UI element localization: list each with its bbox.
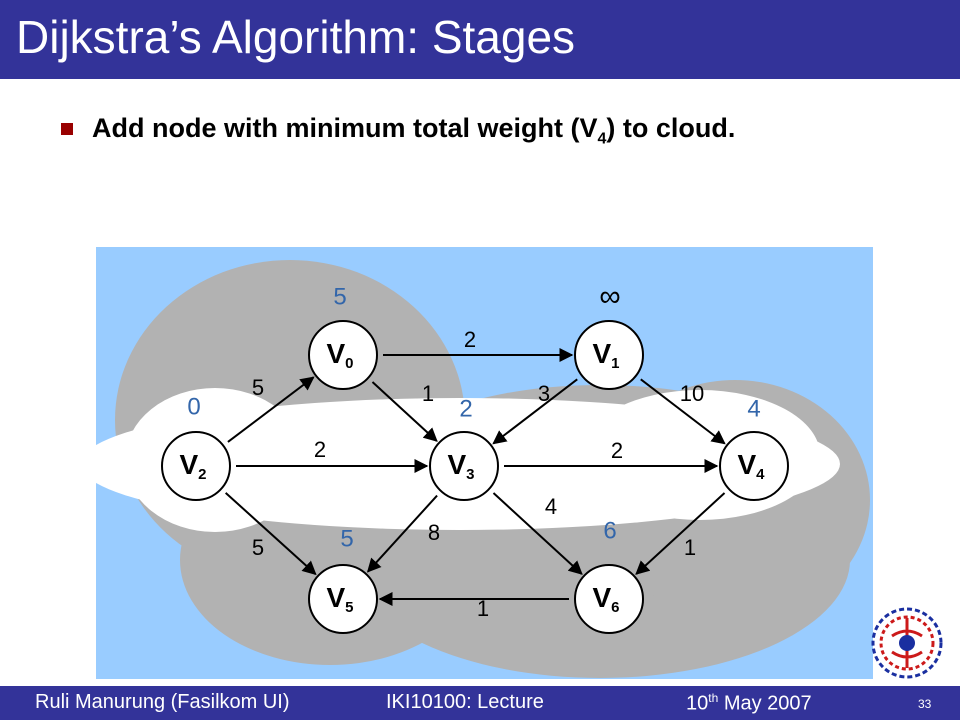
node-distance-label: 2 [459,395,472,422]
edge-weight-label: 1 [422,381,434,406]
node-label: V1 [592,338,619,372]
node-label-main: V [447,449,466,480]
footer-date: 10th May 2007 [686,691,812,716]
edge-v0-v3 [371,381,438,442]
bullet-text-before: Add node with minimum total weight (V [92,113,598,143]
node-label-sub: 4 [756,466,765,483]
edge-v3-v6 [492,492,583,575]
node-label-main: V [179,449,198,480]
slide-title: Dijkstra’s Algorithm: Stages [16,11,576,63]
node-distance-label: ∞ [599,280,620,313]
node-circle [161,431,231,501]
node-circle [308,564,378,634]
edge-weight-label: 4 [545,494,557,519]
node-distance-label: 5 [333,283,346,310]
title-bar: Dijkstra’s Algorithm: Stages [0,0,960,79]
node-label: V4 [737,449,765,483]
node-label: V6 [592,582,619,616]
edge-weight-label: 1 [477,596,489,621]
node-label-sub: 5 [345,599,353,616]
node-v4: V4 [719,431,789,501]
node-v2: V2 [161,431,231,501]
edge-weight-label: 8 [428,520,440,545]
edge-weight-label: 1 [684,535,696,560]
node-label-sub: 6 [611,599,619,616]
edge-v2-v0 [227,376,315,443]
node-label-main: V [592,338,611,369]
university-logo-icon [871,607,943,679]
edge-weight-label: 5 [252,535,264,560]
node-circle [574,564,644,634]
bullet-text: Add node with minimum total weight (V4) … [92,113,735,148]
node-label: V2 [179,449,206,483]
bullet-text-sub: 4 [597,130,607,148]
edge-weight-label: 2 [464,327,476,352]
node-label-main: V [326,338,345,369]
footer-bar: Ruli Manurung (Fasilkom UI) IKI10100: Le… [0,686,960,720]
node-label: V3 [447,449,474,483]
edge-v1-v4 [640,378,726,445]
node-circle [574,320,644,390]
edge-weight-label: 3 [538,381,550,406]
node-distance-label: 5 [340,525,353,552]
bullet-square-icon [61,123,73,135]
node-label-sub: 0 [345,355,353,372]
node-circle [429,431,499,501]
edge-v4-v6 [635,492,726,575]
node-v3: V3 [429,431,499,501]
edge-weight-label: 2 [314,437,326,462]
node-label-main: V [737,449,756,480]
footer-date-suffix: th [708,691,719,705]
node-label-main: V [592,582,611,613]
edge-v2-v5 [224,492,317,576]
node-distance-label: 6 [603,517,616,544]
node-label-sub: 3 [466,466,474,483]
edge-weight-label: 2 [611,438,623,463]
footer-course: IKI10100: Lecture [386,691,544,713]
node-v6: V6 [574,564,644,634]
edge-weight-label: 5 [252,375,264,400]
edge-v3-v5 [366,494,438,573]
node-label-main: V [326,582,345,613]
bullet-text-after: ) to cloud. [606,113,736,143]
node-v1: V1 [574,320,644,390]
node-v0: V0 [308,320,378,390]
edge-v1-v3 [492,378,578,445]
footer-page-number: 33 [918,697,932,711]
node-v5: V5 [308,564,378,634]
footer-author: Ruli Manurung (Fasilkom UI) [35,691,290,713]
node-label-sub: 1 [611,355,619,372]
edge-weight-label: 10 [680,381,704,406]
node-circle [719,431,789,501]
footer-date-rest: May 2007 [718,692,812,715]
footer-date-day: 10 [686,692,709,715]
node-circle [308,320,378,390]
node-label: V5 [326,582,353,616]
node-label: V0 [326,338,353,372]
node-distance-label: 0 [187,393,200,420]
node-label-sub: 2 [198,466,206,483]
node-distance-label: 4 [747,395,760,422]
